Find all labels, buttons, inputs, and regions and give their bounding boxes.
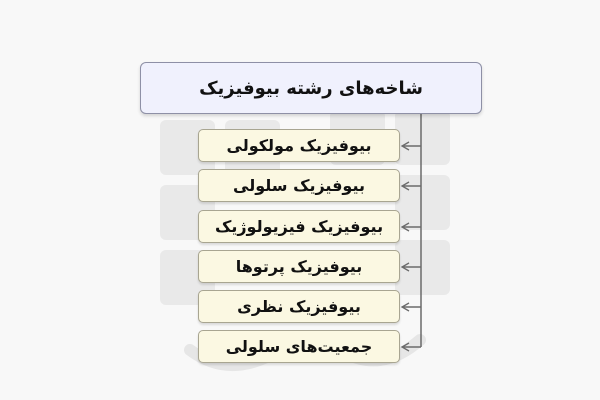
child-node-label: بیوفیزیک پرتوها <box>235 257 363 276</box>
arrow-head-icon <box>400 302 410 312</box>
child-node-cell-populations: جمعیت‌های سلولی <box>198 330 400 363</box>
child-node-label: بیوفیزیک فیزیولوژیک <box>214 217 384 236</box>
child-node-physiological: بیوفیزیک فیزیولوژیک <box>198 210 400 243</box>
child-node-label: بیوفیزیک سلولی <box>233 176 365 195</box>
child-node-theoretical: بیوفیزیک نظری <box>198 290 400 323</box>
child-node-label: بیوفیزیک مولکولی <box>226 136 372 155</box>
child-node-label: بیوفیزیک نظری <box>237 297 361 316</box>
child-node-radiation: بیوفیزیک پرتوها <box>198 250 400 283</box>
arrow-head-icon <box>400 262 410 272</box>
arrow-head-icon <box>400 342 410 352</box>
child-node-molecular: بیوفیزیک مولکولی <box>198 129 400 162</box>
arrow-head-icon <box>400 222 410 232</box>
root-node-label: شاخه‌های رشته بیوفیزیک <box>199 77 423 99</box>
arrow-head-icon <box>400 181 410 191</box>
arrow-head-icon <box>400 141 410 151</box>
root-node: شاخه‌های رشته بیوفیزیک <box>140 62 482 114</box>
child-node-cellular: بیوفیزیک سلولی <box>198 169 400 202</box>
child-node-label: جمعیت‌های سلولی <box>225 337 373 356</box>
